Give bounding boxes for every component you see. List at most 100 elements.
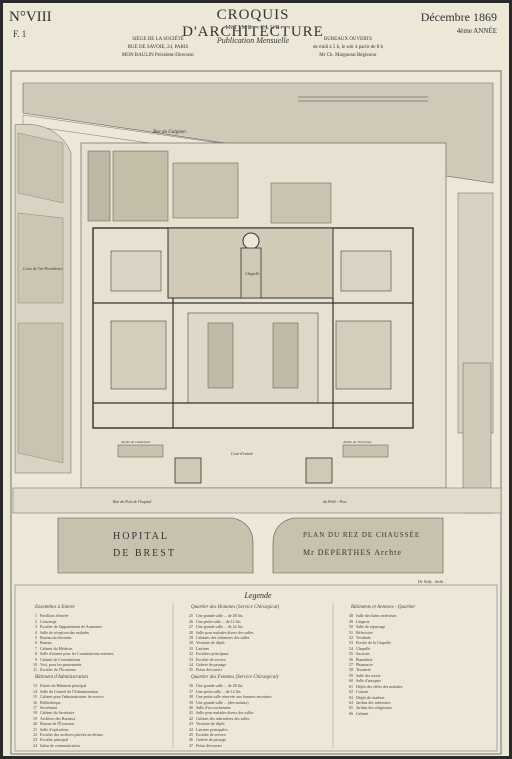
legend-item-number: 30 <box>189 640 193 646</box>
legend-item-text: Cabinet de Consultations <box>40 656 81 662</box>
legend-item-number: 49 <box>349 618 353 624</box>
issue-year: 4ème ANNÉE <box>456 27 497 35</box>
office-line: BUREAUX OUVERTS <box>323 37 373 42</box>
courtyard <box>335 320 392 390</box>
legend-item-text: Salle des morts <box>356 672 381 678</box>
garden-bed <box>17 132 64 204</box>
legend-item-number: 17 <box>33 704 37 710</box>
legend-item-number: 60 <box>349 678 353 684</box>
legend-title: Legende <box>244 591 272 600</box>
office-line: Mr Ch. Marguerat Régisseur <box>319 53 377 58</box>
legend-item-text: Jardins des religieuses <box>356 705 392 711</box>
office-line: de midi à 5 h, le soir à partir de 8 h <box>313 45 383 50</box>
legend-item-text: Cabinet des infirmières des salles <box>196 715 250 721</box>
hospital-location: DE BREST <box>113 548 176 559</box>
chapel-label: Chapelle <box>245 271 260 276</box>
legend-item-number: 55 <box>349 651 353 657</box>
society-line: RUE DE SAVOIE, 24, PARIS <box>127 45 189 50</box>
legend-item-text: Jardins des infirmiers <box>356 699 391 705</box>
legend-item-number: 38 <box>189 694 193 700</box>
legend-item-number: 27 <box>189 624 193 630</box>
legend-item-text: Salle des bains extérieurs <box>356 613 397 619</box>
legend-item-text: Préau découvert <box>196 742 222 748</box>
legend-item-text: Galerie de passage <box>196 662 226 668</box>
legend-item-number: 64 <box>349 699 353 705</box>
series-number: N°VIII <box>9 9 52 25</box>
courtyard <box>110 250 162 292</box>
legend-item-number: 51 <box>349 629 353 635</box>
legend-item-text: Sacristie <box>356 651 370 657</box>
legend-item-text: Vestibule <box>356 635 371 641</box>
legend-item-text: Escalier principal <box>40 737 69 743</box>
legend-item-text: Escalier des archives placées au-dessus <box>40 731 103 737</box>
legend-item-number: 22 <box>33 731 37 737</box>
legend-item-text: Une grande salle ... (des enfants) <box>196 699 249 705</box>
legend-item-text: Réfectoire <box>356 629 373 635</box>
central-court <box>187 312 319 404</box>
garden-bed <box>17 212 64 304</box>
outbuilding <box>87 150 111 222</box>
legend-item-text: Bibliothèque <box>40 699 61 705</box>
society-line: SIÈGE DE LA SOCIÉTÉ <box>132 37 184 42</box>
legend-item-text: Cabinets des infirmiers des salles <box>196 635 250 641</box>
title-block-right <box>272 517 444 574</box>
legend-item-number: 58 <box>349 667 353 673</box>
legend-item-number: 35 <box>189 667 193 673</box>
legend-item-text: Escaliers principaux <box>196 651 229 657</box>
legend-item-text: Buanderie <box>356 656 373 662</box>
legend-item-number: 25 <box>189 613 193 619</box>
legend-item-number: 40 <box>189 704 193 710</box>
legend-item-text: Cabinet pour l'administrateur de service <box>40 694 104 700</box>
legend-item-number: 33 <box>189 656 193 662</box>
legend-item-text: Une grande salle ... de 24 lits <box>196 624 243 630</box>
legend-item-number: 56 <box>349 656 353 662</box>
legend-item-text: Secrétariat <box>40 704 58 710</box>
entrance-pavilion <box>305 457 333 484</box>
legend-item-number: 24 <box>33 742 37 748</box>
signature: De Vaily . Archt <box>417 579 444 584</box>
legend-item-number: 23 <box>33 737 37 743</box>
society-line: MON RAULIN Président-Directeur <box>121 53 195 58</box>
legend-item-text: Salle d'accouchement <box>196 704 231 710</box>
garden-bed <box>342 444 389 458</box>
legend-item-number: 6 <box>35 640 37 646</box>
legend-item-number: 62 <box>349 689 353 695</box>
outbuilding <box>172 162 239 219</box>
legend-item-number: 59 <box>349 672 353 678</box>
legend-item-text: Escalier de service <box>196 656 226 662</box>
legend-item-number: 21 <box>33 726 37 732</box>
issue-date: Décembre 1869 <box>420 10 497 24</box>
legend-item-number: 52 <box>349 635 353 641</box>
legend-item-text: Escalier de l'Econome <box>40 667 76 673</box>
legend-item-number: 16 <box>33 699 37 705</box>
